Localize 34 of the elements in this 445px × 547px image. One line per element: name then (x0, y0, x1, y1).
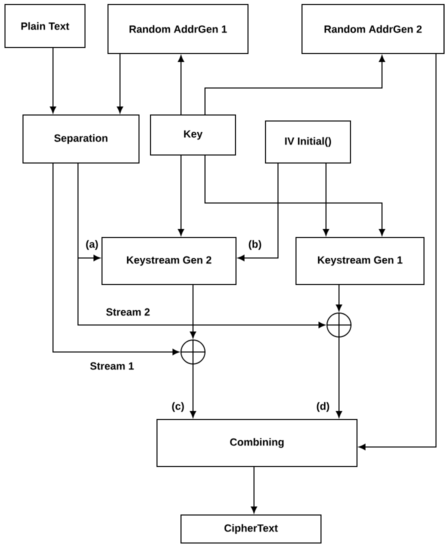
arrow (204, 55, 386, 115)
arrow (250, 466, 258, 514)
edge-label: (b) (247, 239, 263, 251)
xor-circle (326, 312, 352, 338)
arrow (238, 163, 278, 262)
edge-label: (a) (84, 239, 100, 251)
edge-label: (d) (315, 401, 331, 413)
process-box: Random AddrGen 1 (108, 4, 248, 54)
process-box: Keystream Gen 2 (102, 237, 236, 285)
process-box: IV Initial() (265, 120, 351, 164)
process-box: Separation (22, 114, 140, 164)
arrow (204, 155, 386, 236)
arrow (52, 163, 180, 356)
arrow (190, 364, 196, 418)
edge-label: Stream 2 (104, 307, 152, 317)
xor-circle (180, 339, 206, 365)
process-box: Plain Text (4, 4, 86, 48)
process-box: CipherText (180, 514, 322, 544)
process-box: Combining (156, 419, 358, 467)
edge-label: Stream 1 (88, 361, 136, 371)
arrow (322, 163, 330, 236)
arrow (336, 284, 342, 312)
arrow (116, 54, 124, 114)
arrow (178, 155, 184, 236)
arrow (358, 54, 436, 450)
arrow (178, 55, 184, 115)
process-box: Key (150, 114, 236, 156)
arrow (78, 163, 326, 328)
arrow (336, 337, 342, 418)
edge-label: (c) (170, 401, 186, 413)
arrow (190, 284, 196, 338)
arrow (50, 48, 56, 114)
process-box: Keystream Gen 1 (296, 237, 424, 285)
process-box: Random AddrGen 2 (302, 4, 444, 54)
